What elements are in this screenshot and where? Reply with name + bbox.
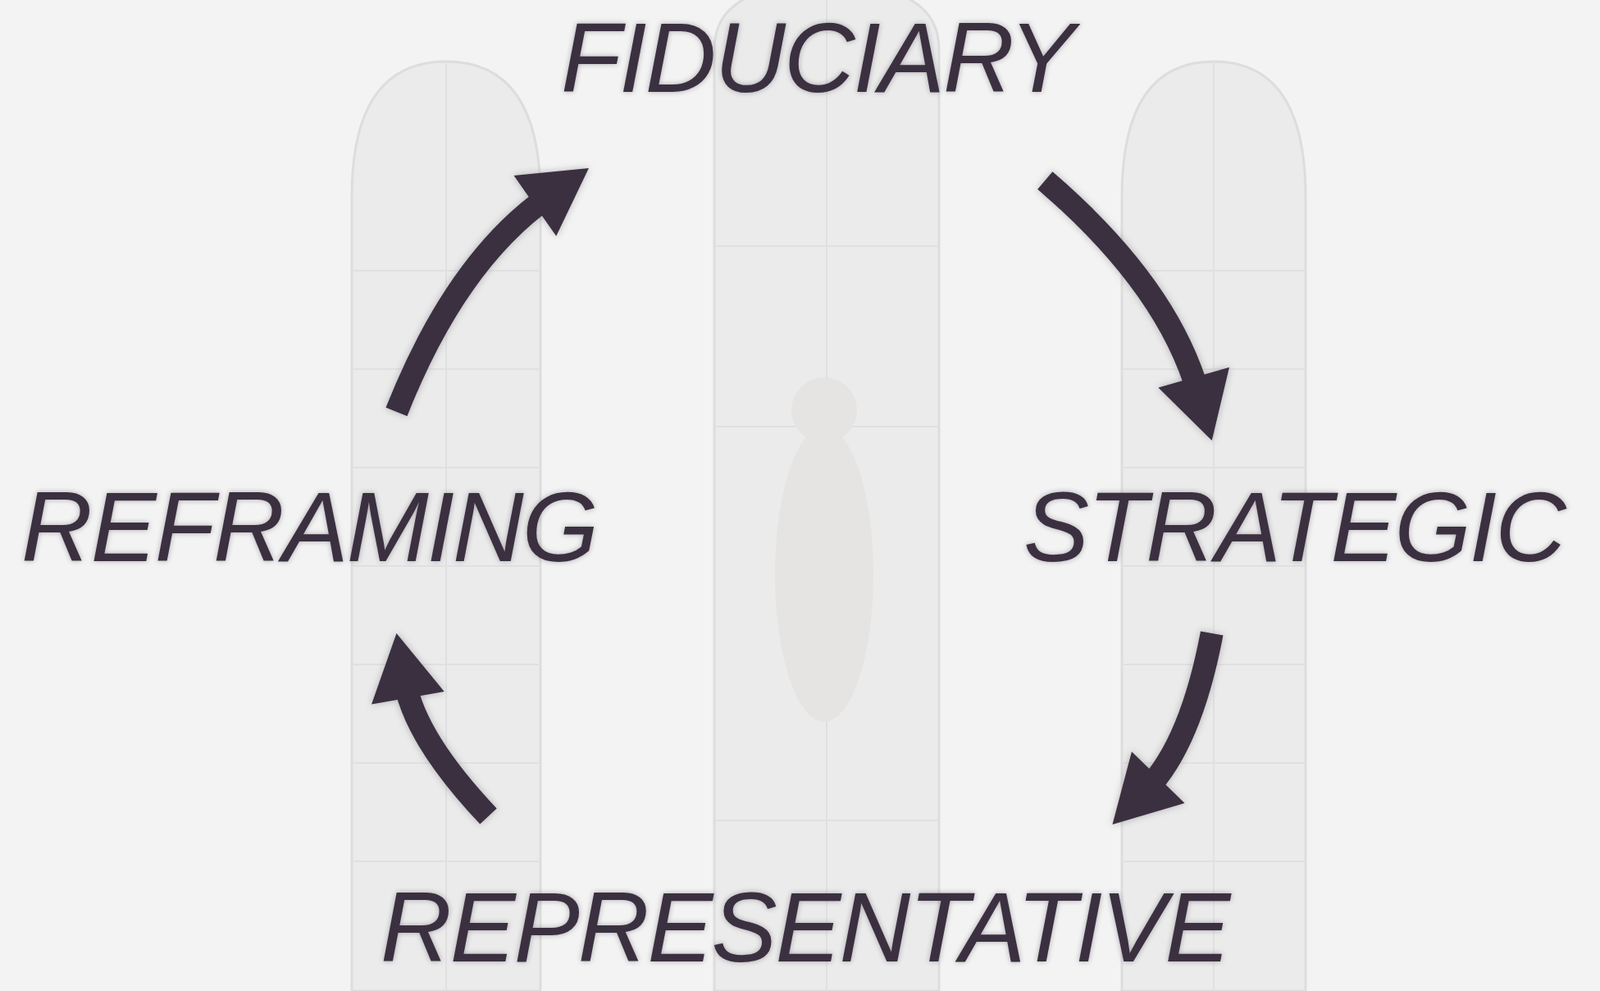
stage-label: FIDUCIARY — [560, 8, 1073, 107]
cycle-arrow — [1044, 180, 1230, 441]
cycle-stage: REFRAMING — [18, 477, 601, 576]
arrow-shaft — [396, 196, 549, 412]
figure-silhouette — [774, 426, 874, 722]
arched-window — [714, 0, 940, 991]
stage-label: REPRESENTATIVE — [380, 877, 1229, 976]
arrow-head — [1157, 367, 1230, 441]
cycle-stage: FIDUCIARY — [557, 8, 1076, 107]
lead-lines — [714, 0, 940, 991]
arrow-head — [1112, 751, 1185, 825]
arrow-head — [371, 633, 445, 705]
cycle-arrow — [371, 633, 488, 816]
cycle-stage: STRATEGIC — [1020, 477, 1569, 576]
figure-head — [791, 377, 857, 443]
cycle-arrow — [396, 168, 589, 412]
arrow-shaft — [405, 681, 489, 816]
cycle-stage: REPRESENTATIVE — [377, 877, 1232, 976]
arrow-shaft — [1146, 633, 1212, 789]
cycle-arrow — [1112, 633, 1212, 825]
arrow-head — [514, 168, 589, 237]
arrow-shaft — [1044, 180, 1199, 393]
stage-label: REFRAMING — [21, 477, 598, 576]
stage-label: STRATEGIC — [1023, 477, 1565, 576]
